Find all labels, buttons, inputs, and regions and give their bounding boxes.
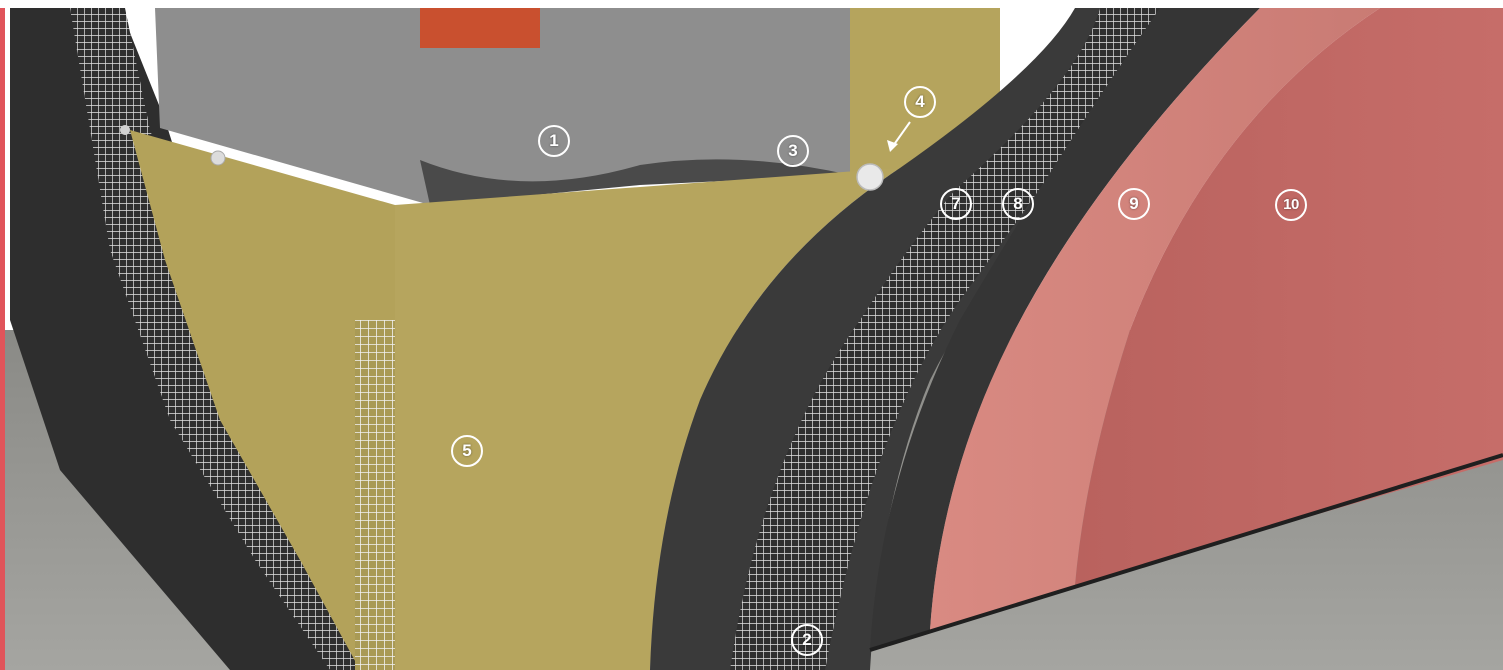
marker-2-reinforcement-mesh: 2	[791, 624, 823, 656]
accent-edge	[0, 0, 5, 670]
marker-7-mesh-layer: 7	[940, 188, 972, 220]
marker-5-corner-profile: 5	[451, 435, 483, 467]
masonry-hollow-brick	[420, 8, 540, 48]
marker-1-masonry-render: 1	[538, 125, 570, 157]
anchor-dowel-left	[211, 151, 225, 165]
marker-9-primer: 9	[1118, 188, 1150, 220]
anchor-dowel-far	[120, 125, 130, 135]
marker-4-anchor-dowel: 4	[904, 86, 936, 118]
top-white-band	[0, 0, 1503, 8]
marker-10-finish-render: 10	[1275, 189, 1307, 221]
marker-3-adhesive: 3	[777, 135, 809, 167]
marker-8-base-coat: 8	[1002, 188, 1034, 220]
anchor-dowel-front	[857, 164, 883, 190]
